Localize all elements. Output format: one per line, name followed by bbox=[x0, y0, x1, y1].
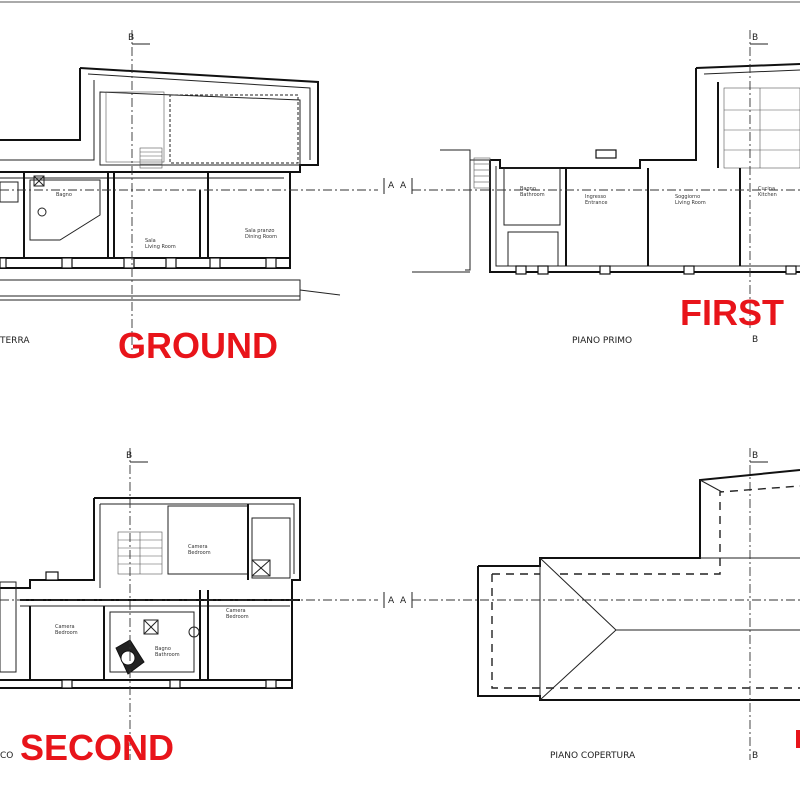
roof-section-b-top: B bbox=[752, 451, 758, 461]
first-floor-plan: Bagno Bathroom Ingresso Entrance Soggior… bbox=[412, 30, 800, 345]
svg-text:Camera: Camera bbox=[55, 624, 75, 630]
svg-text:Kitchen: Kitchen bbox=[758, 192, 777, 198]
ground-floor-plan: Bagno Sala Living Room Sala pranzo Dinin… bbox=[0, 30, 378, 350]
section-a-marker-bottom: A A bbox=[383, 592, 413, 608]
svg-text:Bedroom: Bedroom bbox=[188, 550, 211, 556]
svg-text:Bagno: Bagno bbox=[56, 192, 72, 198]
roof-section-b-bottom: B bbox=[752, 751, 758, 761]
svg-text:Bedroom: Bedroom bbox=[55, 630, 78, 636]
ground-plan-title: TERRA bbox=[0, 336, 30, 346]
ground-section-b-top: B bbox=[128, 33, 134, 43]
first-piers bbox=[515, 149, 797, 275]
svg-text:Bagno: Bagno bbox=[155, 646, 171, 652]
svg-text:Entrance: Entrance bbox=[585, 200, 607, 206]
section-a-left-top: A bbox=[388, 181, 395, 191]
svg-text:Sala: Sala bbox=[145, 238, 156, 244]
section-a-right-top: A bbox=[400, 181, 407, 191]
ground-piers bbox=[0, 257, 277, 269]
svg-text:Bagno: Bagno bbox=[520, 186, 536, 192]
first-section-b-top: B bbox=[752, 33, 758, 43]
svg-text:Camera: Camera bbox=[226, 608, 246, 614]
section-a-left-bottom: A bbox=[388, 596, 395, 606]
svg-text:Camera: Camera bbox=[188, 544, 208, 550]
svg-text:Cucina: Cucina bbox=[758, 186, 775, 192]
svg-text:Bathroom: Bathroom bbox=[520, 192, 545, 198]
svg-text:Bathroom: Bathroom bbox=[155, 652, 180, 658]
section-a-right-bottom: A bbox=[400, 596, 407, 606]
svg-text:Sala pranzo: Sala pranzo bbox=[245, 228, 274, 234]
svg-text:Bedroom: Bedroom bbox=[226, 614, 249, 620]
roof-plan: B B bbox=[412, 448, 800, 761]
svg-text:Ingresso: Ingresso bbox=[585, 194, 606, 200]
roof-plan-title: PIANO COPERTURA bbox=[550, 751, 636, 761]
second-floor-plan: Camera Bedroom Bagno Bathroom Camera Bed… bbox=[0, 448, 378, 760]
first-plan-title: PIANO PRIMO bbox=[572, 336, 632, 346]
svg-text:Living Room: Living Room bbox=[145, 244, 176, 250]
first-section-b-bottom: B bbox=[752, 335, 758, 345]
first-label: FIRST bbox=[680, 292, 784, 333]
svg-text:Soggiorno: Soggiorno bbox=[675, 194, 700, 200]
ground-label: GROUND bbox=[118, 325, 278, 366]
second-piers bbox=[45, 571, 277, 689]
second-label: SECOND bbox=[20, 727, 174, 768]
section-a-marker-top: A A bbox=[383, 178, 413, 194]
svg-text:Dining Room: Dining Room bbox=[245, 234, 277, 240]
second-plan-title: CO bbox=[0, 751, 13, 761]
roof-label-fragment bbox=[796, 730, 800, 748]
second-section-b-top: B bbox=[126, 451, 132, 461]
svg-text:Living Room: Living Room bbox=[675, 200, 706, 206]
